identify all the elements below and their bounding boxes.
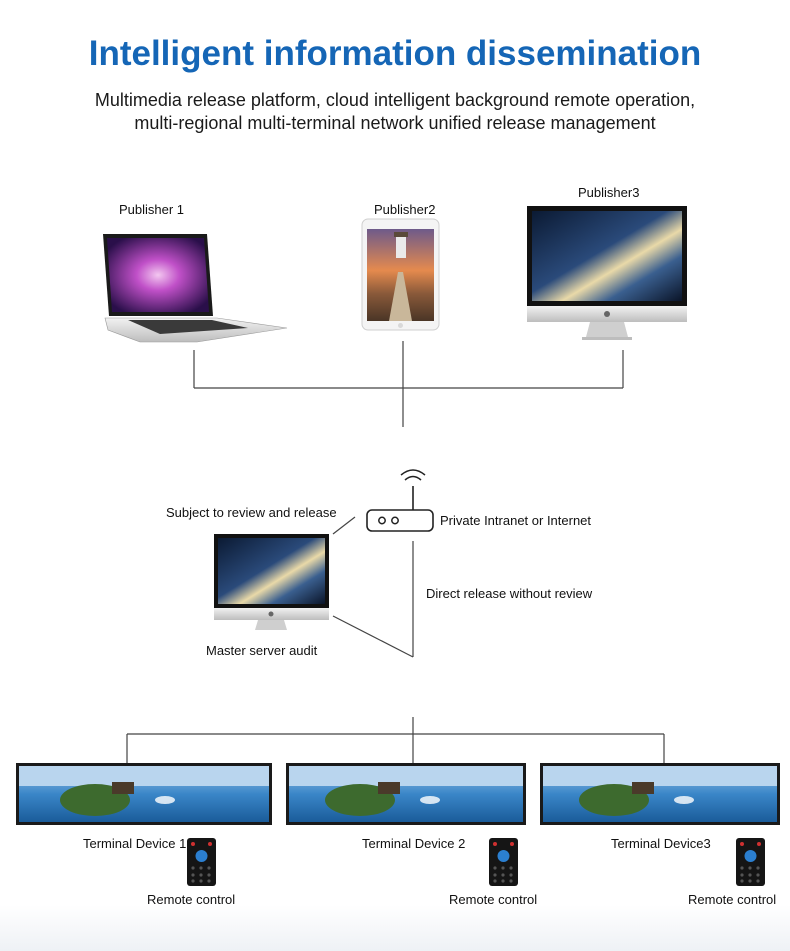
terminal-display-1: [16, 763, 272, 825]
remote-control-icon-3: [736, 838, 765, 886]
remote-control-label-1: Remote control: [147, 892, 235, 907]
direct-release-label: Direct release without review: [426, 586, 592, 601]
remote-control-label-2: Remote control: [449, 892, 537, 907]
review-label: Subject to review and release: [166, 505, 337, 520]
terminal-1-label: Terminal Device 1: [83, 836, 186, 851]
publisher-connectors: [194, 341, 623, 427]
terminal-3-label: Terminal Device3: [611, 836, 711, 851]
server-label: Master server audit: [206, 643, 317, 658]
publisher-2-label: Publisher2: [374, 202, 435, 217]
remote-control-label-3: Remote control: [688, 892, 776, 907]
terminal-display-3: [540, 763, 780, 825]
terminal-connectors: [127, 717, 664, 763]
terminal-2-label: Terminal Device 2: [362, 836, 465, 851]
tablet-icon: [362, 219, 439, 330]
terminal-display-2: [286, 763, 526, 825]
remote-control-icon-2: [489, 838, 518, 886]
router-label: Private Intranet or Internet: [440, 513, 591, 528]
publisher-3-label: Publisher3: [578, 185, 639, 200]
publisher-1-label: Publisher 1: [119, 202, 184, 217]
server-imac-icon: [214, 534, 329, 630]
network-connectors: [333, 517, 413, 657]
imac-icon: [527, 206, 687, 340]
remote-control-icon-1: [187, 838, 216, 886]
laptop-icon: [103, 234, 287, 342]
router-icon: [367, 470, 433, 531]
